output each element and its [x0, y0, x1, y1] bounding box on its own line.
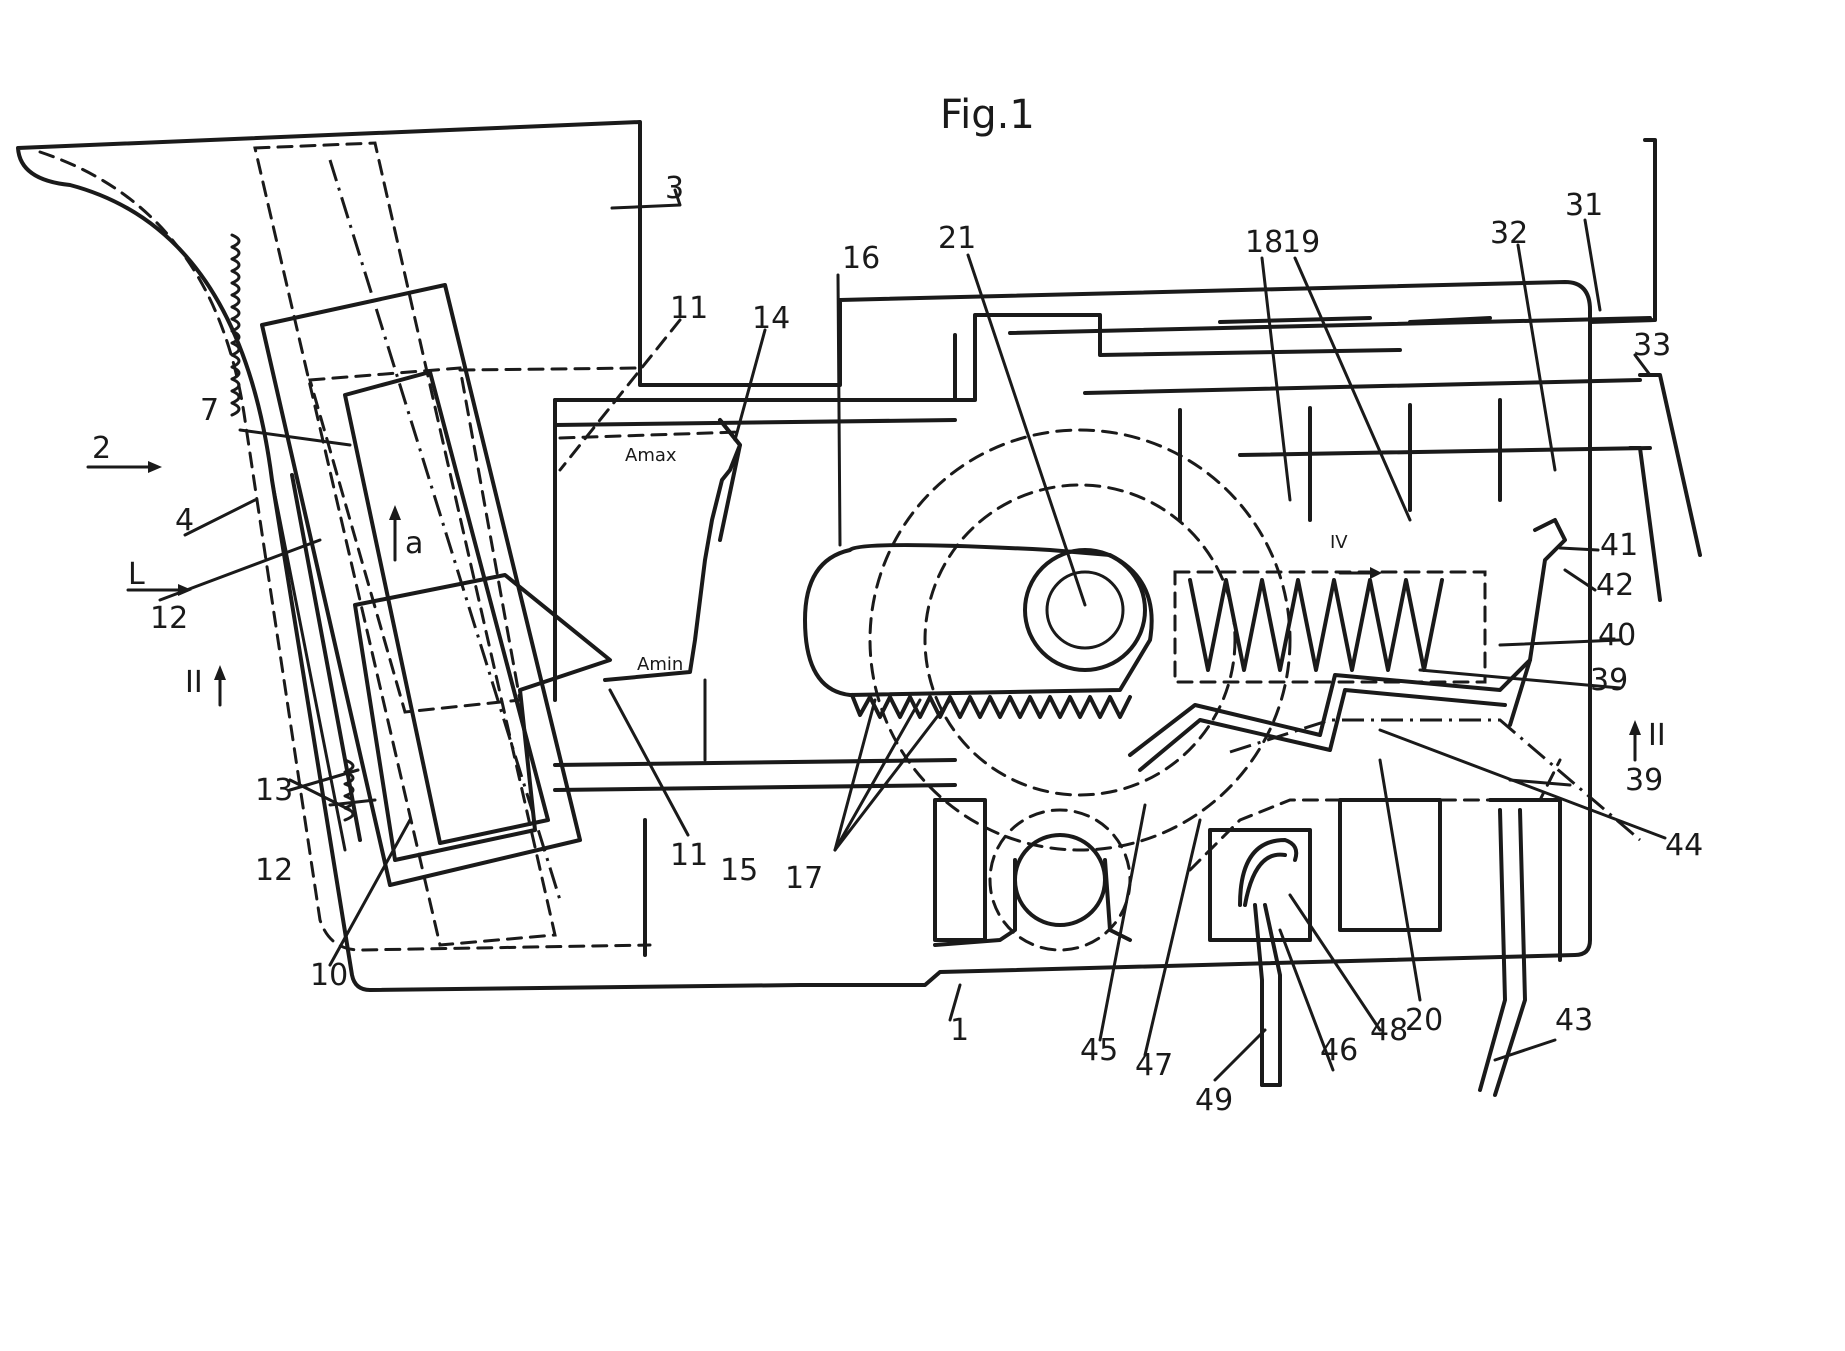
label-40: 40: [1598, 618, 1636, 653]
label-20: 20: [1405, 1003, 1443, 1038]
label-13: 13: [255, 773, 293, 808]
lever-39: [1130, 660, 1640, 870]
label-45: 45: [1080, 1033, 1118, 1068]
figure-title: Fig.1: [940, 92, 1035, 138]
label-7: 7: [200, 393, 219, 428]
handle-serration: [232, 235, 239, 415]
handle-housing: [18, 122, 1590, 990]
label-41: 41: [1600, 528, 1638, 563]
label-12-top: 12: [150, 601, 188, 636]
amin-label: Amin: [637, 654, 683, 675]
label-IV: IV: [1330, 532, 1348, 553]
label-48: 48: [1370, 1013, 1408, 1048]
label-14: 14: [752, 301, 790, 336]
amax-label: Amax: [625, 445, 677, 466]
label-L: L: [128, 557, 145, 592]
label-a: a: [405, 526, 423, 561]
label-43: 43: [1555, 1003, 1593, 1038]
label-44: 44: [1665, 828, 1703, 863]
label-II-right: II: [1648, 718, 1666, 753]
label-49: 49: [1195, 1083, 1233, 1118]
label-39-bottom: 39: [1625, 763, 1663, 798]
label-3: 3: [665, 171, 684, 206]
label-39-top: 39: [1590, 663, 1628, 698]
label-4: 4: [175, 503, 194, 538]
label-31: 31: [1565, 188, 1603, 223]
label-1: 1: [950, 1013, 969, 1048]
label-33: 33: [1633, 328, 1671, 363]
label-16: 16: [842, 241, 880, 276]
label-17: 17: [785, 861, 823, 896]
label-18: 18: [1245, 225, 1283, 260]
label-19: 19: [1282, 225, 1320, 260]
label-11-bottom: 11: [670, 838, 708, 873]
label-12-bottom: 12: [255, 853, 293, 888]
label-42: 42: [1596, 568, 1634, 603]
contact-block: [955, 315, 1650, 682]
guide-rails: [460, 368, 955, 790]
label-11-top: 11: [670, 291, 708, 326]
label-47: 47: [1135, 1048, 1173, 1083]
label-32: 32: [1490, 216, 1528, 251]
label-II-left: II: [185, 665, 203, 700]
label-21: 21: [938, 221, 976, 256]
label-15: 15: [720, 853, 758, 888]
label-46: 46: [1320, 1033, 1358, 1068]
label-10: 10: [310, 958, 348, 993]
label-2: 2: [92, 431, 111, 466]
